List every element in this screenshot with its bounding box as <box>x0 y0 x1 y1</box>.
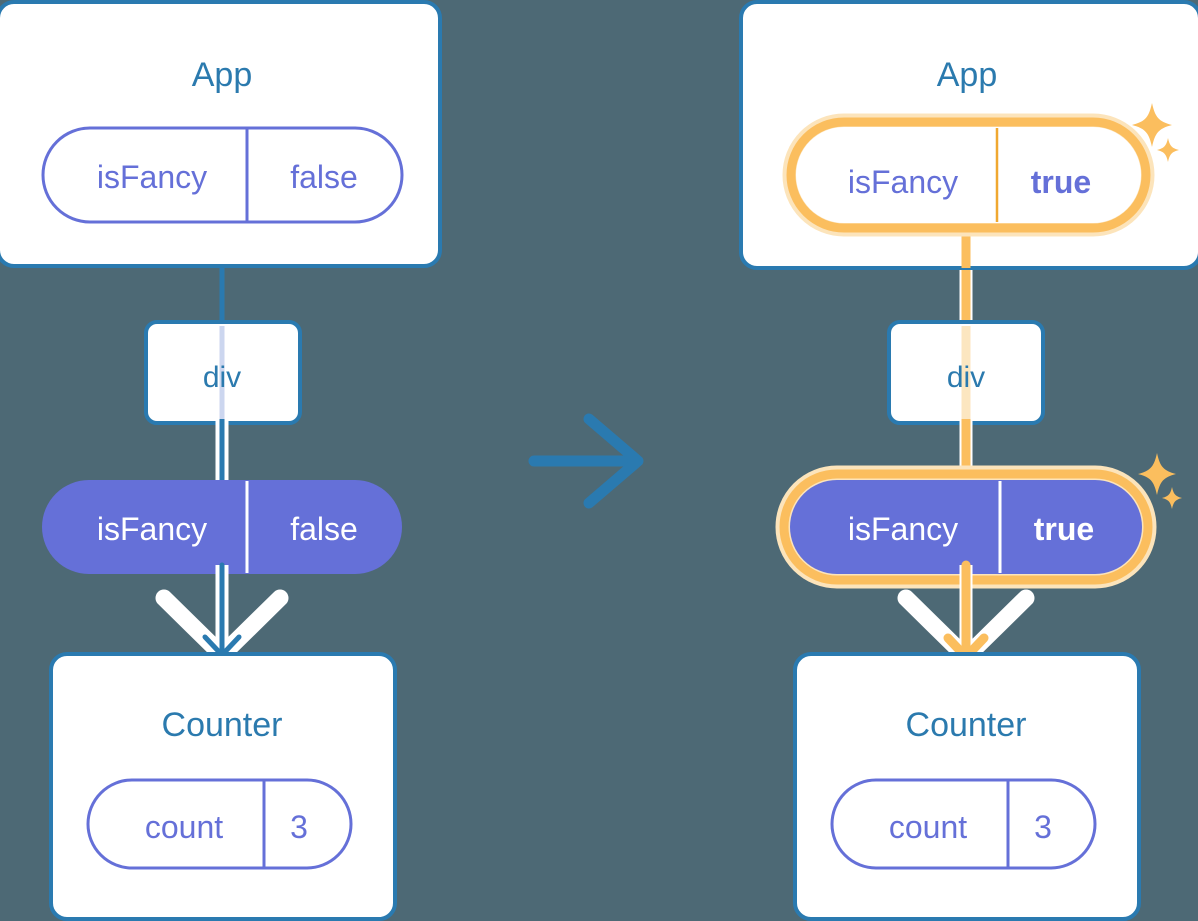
prop-pill-value: false <box>290 511 358 547</box>
transition-arrow-icon <box>528 413 644 509</box>
prop-pill-shape <box>42 480 402 574</box>
counter-state-pill-after: count 3 <box>830 778 1097 870</box>
div-node-after: div <box>887 320 1045 425</box>
app-card-after: App isFancy true <box>739 0 1198 270</box>
counter-state-pill-value: 3 <box>290 809 308 845</box>
counter-state-pill-name-after: count <box>889 809 967 845</box>
counter-state-pill-shape <box>86 778 353 870</box>
panel-after: App isFancy true <box>739 0 1198 921</box>
app-state-pill-shape <box>41 126 404 224</box>
app-state-pill-value: false <box>290 159 358 195</box>
app-card: App isFancy false <box>0 0 442 268</box>
counter-card-after: Counter count 3 <box>793 652 1141 921</box>
counter-state-pill-value-after: 3 <box>1034 809 1052 845</box>
app-state-pill-name: isFancy <box>97 159 207 195</box>
div-node-label-after: div <box>947 361 985 394</box>
prop-pill-value-after: true <box>1034 511 1094 547</box>
div-node-label: div <box>203 361 241 394</box>
counter-card-border-after <box>793 652 1141 921</box>
app-state-pill-highlight-ring <box>786 117 1151 233</box>
app-state-pill-name-after: isFancy <box>848 164 958 200</box>
transition-arrow-head <box>583 413 644 509</box>
counter-card-border <box>49 652 397 921</box>
app-state-pill-after: isFancy true <box>782 113 1155 237</box>
counter-state-pill-name: count <box>145 809 223 845</box>
counter-state-pill: count 3 <box>86 778 353 870</box>
app-state-pill-value-after: true <box>1031 164 1091 200</box>
prop-pill: isFancy false <box>42 480 402 574</box>
app-state-pill-shape-after <box>796 127 1141 223</box>
prop-pill-name: isFancy <box>97 511 207 547</box>
counter-state-pill-shape-after <box>830 778 1097 870</box>
app-card-title-after: App <box>937 56 998 94</box>
panel-before: App isFancy false div isFancy false <box>0 0 442 921</box>
counter-card-title-after: Counter <box>906 706 1027 744</box>
app-card-border <box>0 0 442 268</box>
prop-pill-shape-after <box>790 480 1142 574</box>
counter-card-title: Counter <box>162 706 283 744</box>
prop-pill-name-after: isFancy <box>848 511 958 547</box>
app-state-pill: isFancy false <box>41 126 404 224</box>
div-node: div <box>144 320 302 425</box>
app-card-title: App <box>192 56 253 94</box>
counter-card: Counter count 3 <box>49 652 397 921</box>
